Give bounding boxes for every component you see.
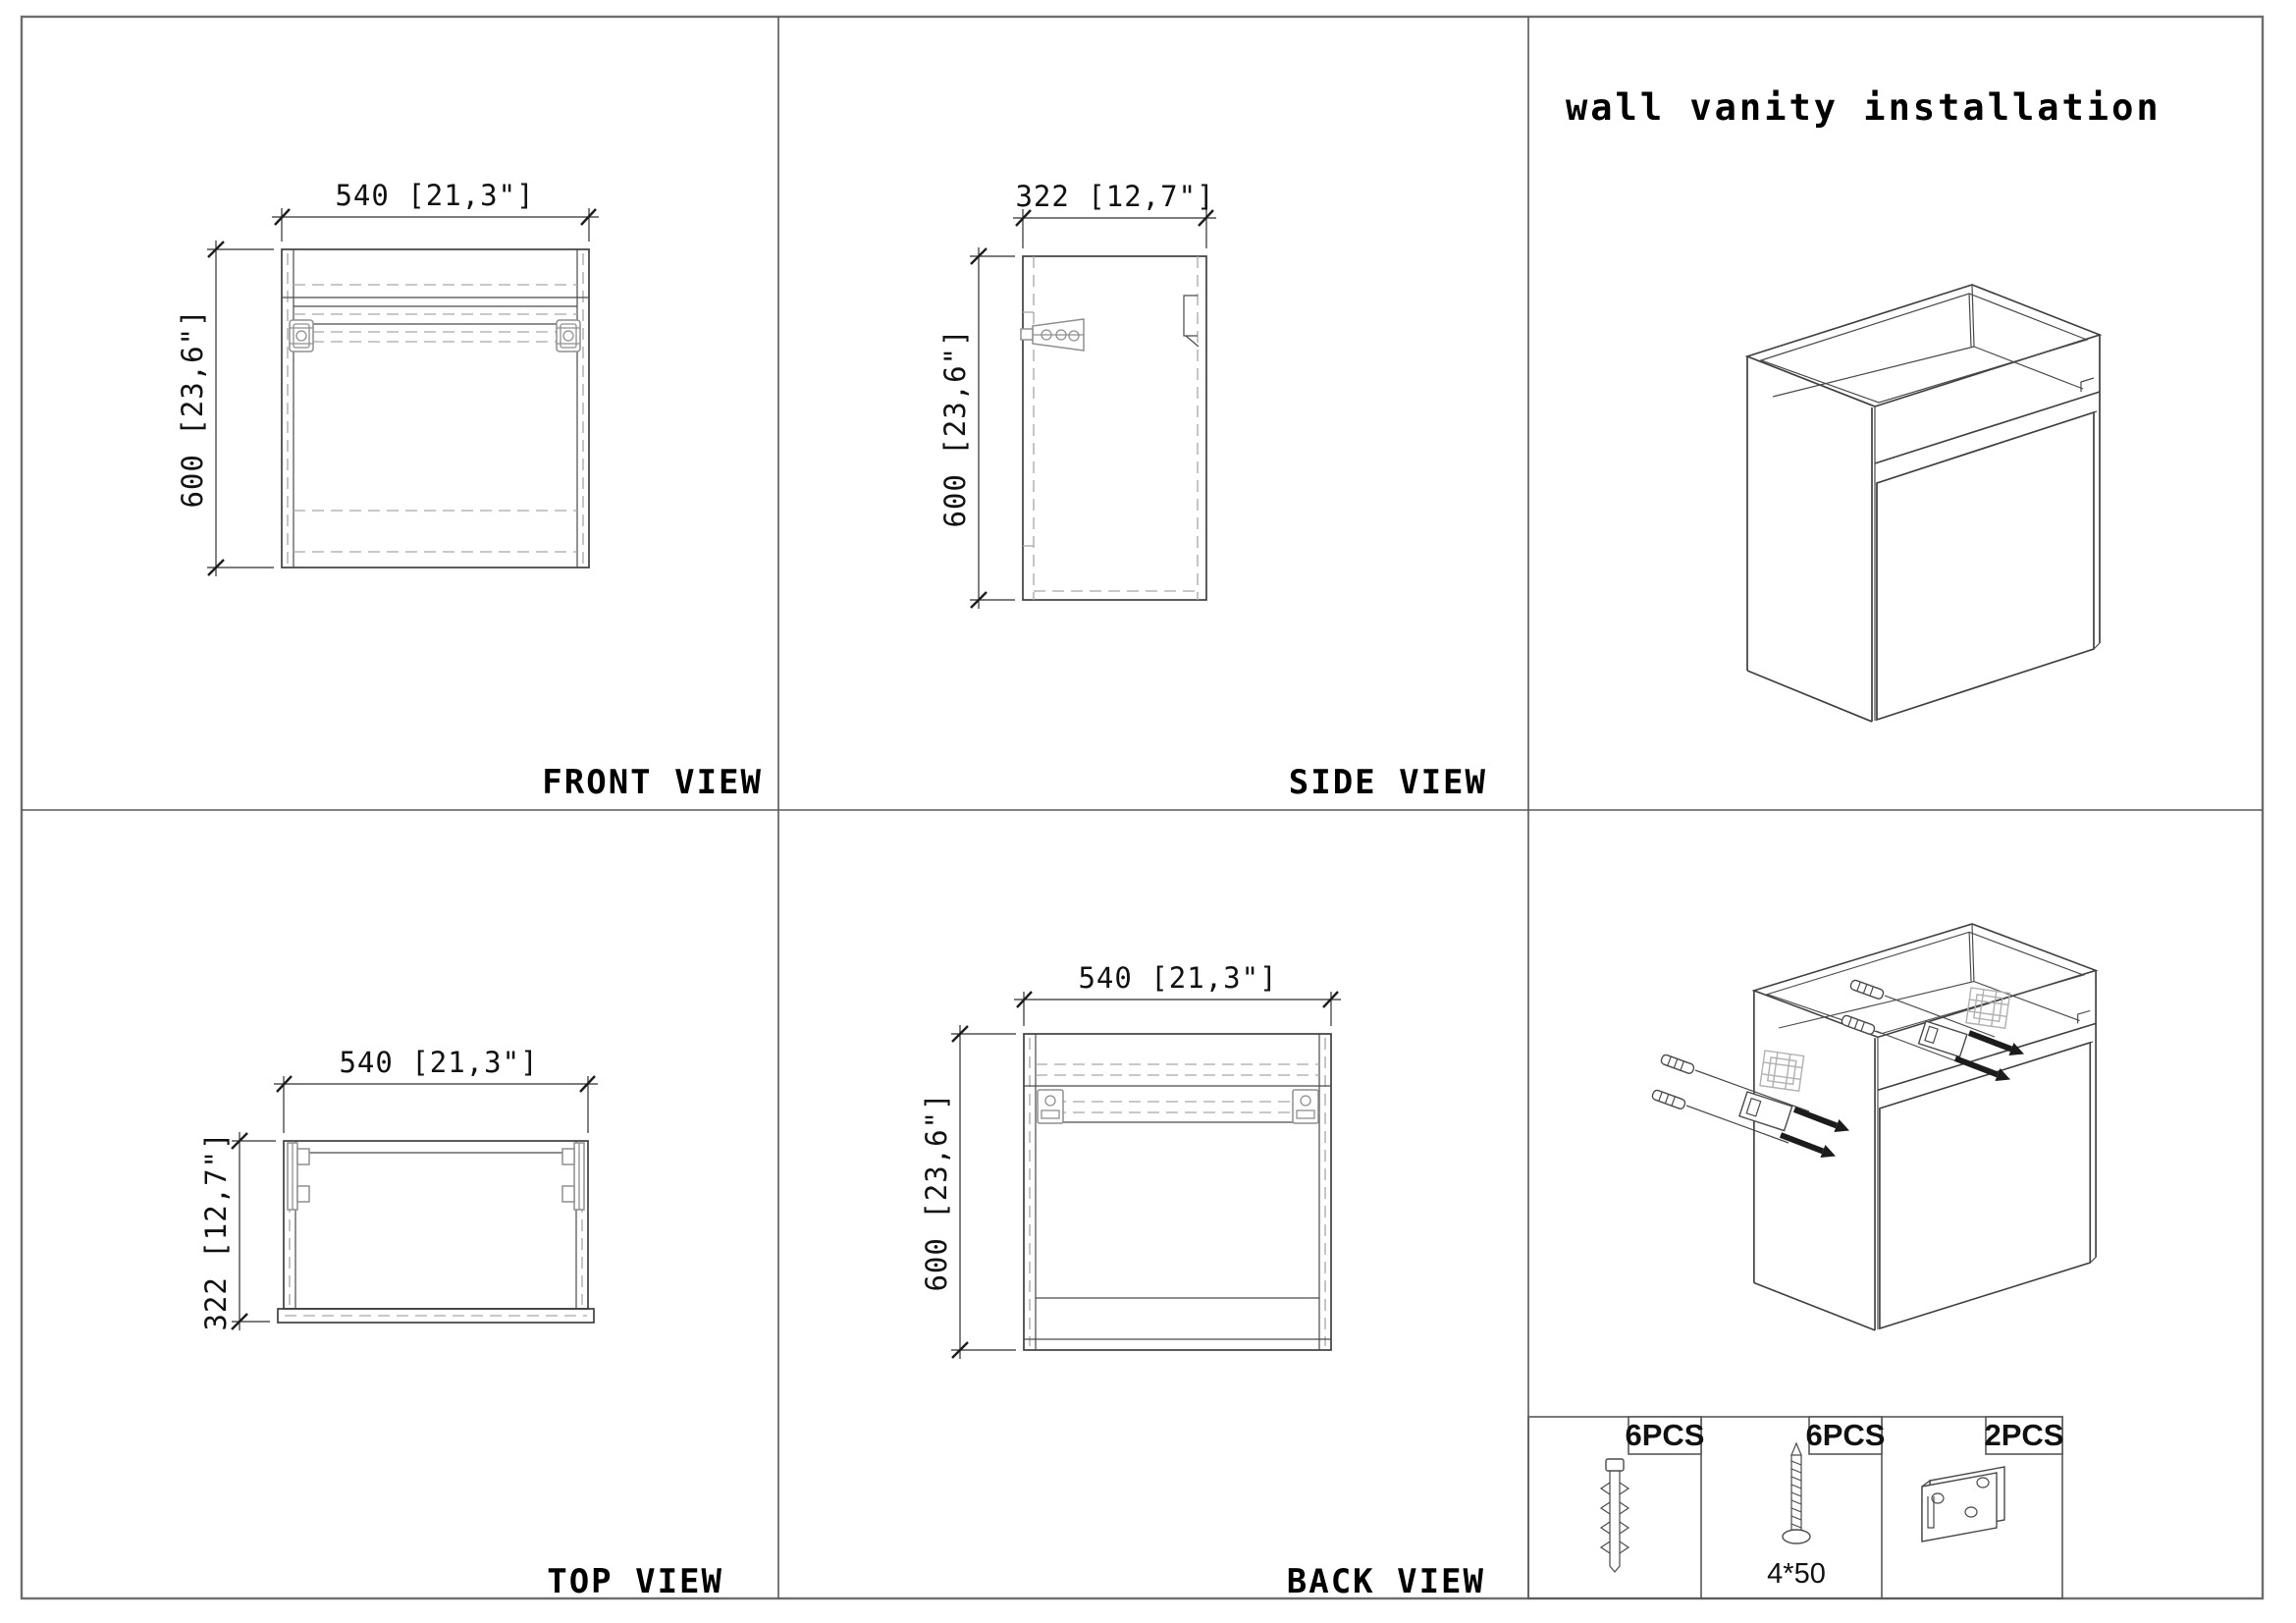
screw-icon	[1779, 1107, 1850, 1159]
front-view: 540 [21,3"] 600 [23,6"]	[176, 179, 763, 802]
front-view-label: FRONT VIEW	[542, 763, 763, 802]
side-width-dim: 322 [12,7"]	[1015, 180, 1214, 213]
part-qty-badge: 6PCS	[1626, 1418, 1705, 1452]
side-view: 322 [12,7"] 600 [23,6"] SIDE VIEW	[938, 180, 1487, 802]
side-view-label: SIDE VIEW	[1289, 763, 1487, 802]
parts-list: 6PCS 6PCS 4*50 2PCS	[1527, 1416, 2064, 1599]
wall-plug-icon	[1599, 1458, 1630, 1573]
hinge-icon	[556, 319, 581, 352]
hanging-bracket-icon	[1917, 1020, 1968, 1058]
top-width-dim: 540 [21,3"]	[339, 1046, 538, 1079]
top-view-label: TOP VIEW	[547, 1562, 723, 1601]
part-screw: 6PCS 4*50	[1767, 1416, 1886, 1590]
vanity-3d-view	[1744, 284, 2103, 723]
front-width-dim: 540 [21,3"]	[335, 179, 534, 212]
hanging-rail-section	[1183, 295, 1200, 348]
hanging-bracket-icon	[1738, 1091, 1793, 1132]
hanging-bracket-icon	[1921, 1466, 2005, 1542]
part-qty-badge: 6PCS	[1806, 1418, 1886, 1452]
back-width-dim: 540 [21,3"]	[1078, 961, 1277, 995]
hinge-icon	[289, 319, 314, 352]
hanging-bracket-icon	[1037, 1089, 1064, 1124]
wall-plug-icon	[1651, 1054, 1695, 1109]
hinge-icon	[1020, 318, 1085, 352]
screw-icon	[1782, 1441, 1811, 1544]
bracket-ghost-icon	[1965, 987, 2011, 1030]
front-height-dim: 600 [23,6"]	[176, 308, 209, 508]
page-title: wall vanity installation	[1566, 86, 2162, 129]
screw-icon	[1953, 1030, 2025, 1082]
bracket-ghost-icon	[1759, 1050, 1805, 1093]
part-qty-badge: 2PCS	[1985, 1418, 2064, 1452]
top-view: 540 [21,3"] 322 [12,7"] TOP VIE	[199, 1046, 723, 1601]
screw-spec: 4*50	[1767, 1558, 1826, 1590]
back-height-dim: 600 [23,6"]	[920, 1092, 953, 1291]
sheet-grid	[20, 15, 2265, 1600]
hinge-plate-icon	[287, 1142, 310, 1211]
vanity-3d-installation-view	[1651, 923, 2097, 1331]
hinge-plate-icon	[561, 1142, 585, 1211]
back-view-label: BACK VIEW	[1287, 1562, 1485, 1601]
back-view: 540 [21,3"] 600 [23,6"] B	[920, 961, 1485, 1601]
wall-plug-icon	[1841, 979, 1885, 1035]
hanging-bracket-icon	[1292, 1089, 1319, 1124]
top-depth-dim: 322 [12,7"]	[199, 1131, 233, 1330]
side-height-dim: 600 [23,6"]	[938, 328, 972, 527]
part-hanging-bracket: 2PCS	[1921, 1416, 2064, 1542]
part-wall-plug: 6PCS	[1599, 1416, 1705, 1573]
